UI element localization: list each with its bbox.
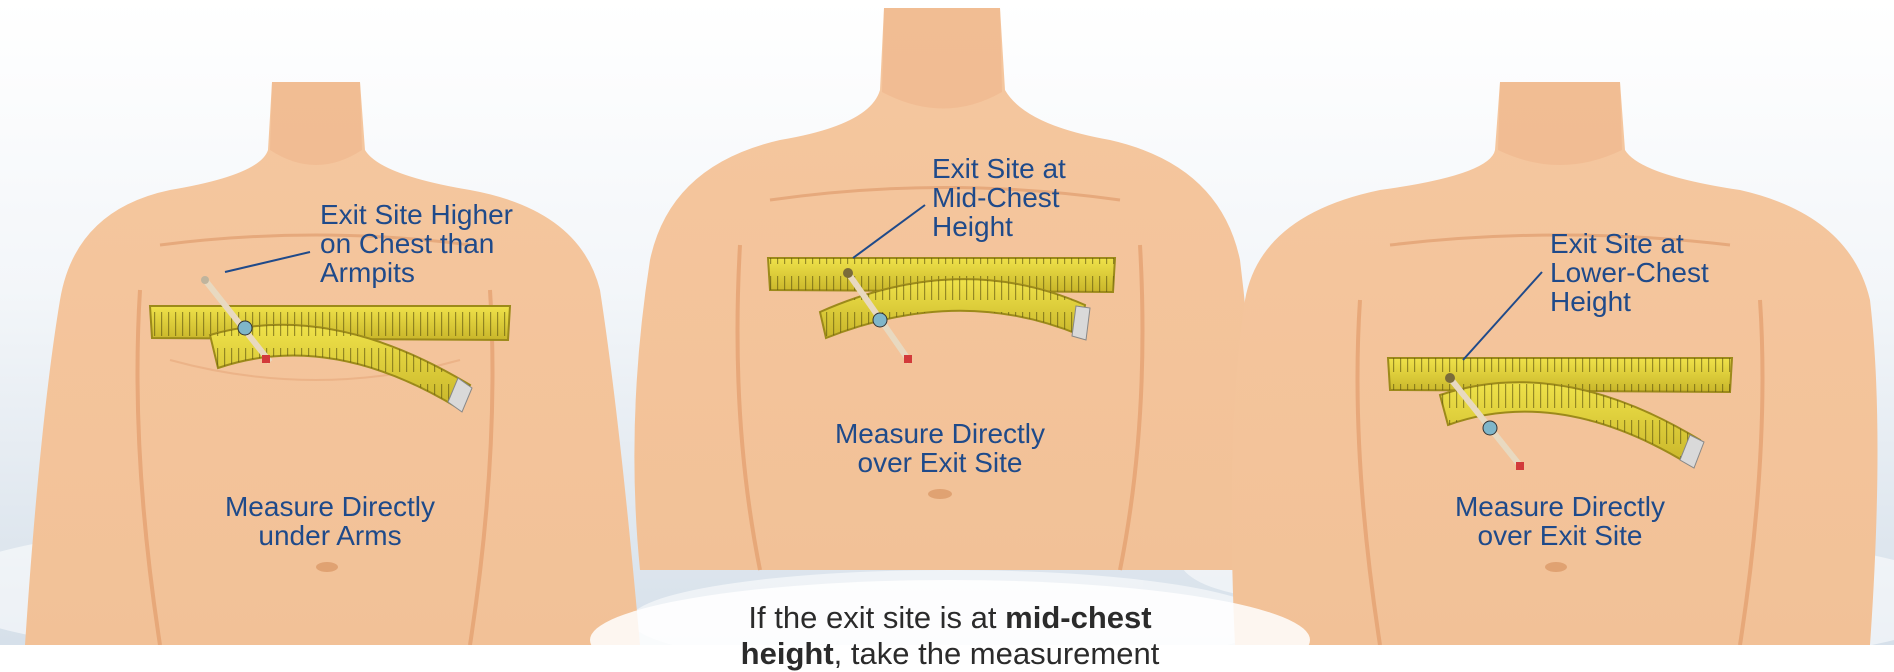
exit-label-line: Height [1550, 287, 1709, 316]
measure-label-left: Measure Directly under Arms [200, 492, 460, 550]
measure-label-line: Measure Directly [1430, 492, 1690, 521]
exit-site-label-left: Exit Site Higher on Chest than Armpits [320, 200, 513, 287]
exit-site-label-right: Exit Site at Lower-Chest Height [1550, 229, 1709, 316]
caption-line-2: height, take the measurement [640, 636, 1260, 672]
navel [316, 562, 338, 572]
navel [928, 489, 952, 499]
exit-label-line: on Chest than [320, 229, 513, 258]
illustration-stage: Exit Site Higher on Chest than Armpits M… [0, 0, 1894, 645]
exit-label-line: Mid-Chest [932, 183, 1066, 212]
exit-label-line: Armpits [320, 258, 513, 287]
measure-label-right: Measure Directly over Exit Site [1430, 492, 1690, 550]
caption-line-1: If the exit site is at mid-chest [640, 600, 1260, 636]
measure-label-line: over Exit Site [1430, 521, 1690, 550]
exit-label-line: Height [932, 212, 1066, 241]
caption-text: , take the measurement [834, 636, 1160, 671]
measure-label-middle: Measure Directly over Exit Site [810, 419, 1070, 477]
caption-text: If the exit site is at [748, 600, 1005, 635]
exit-site-label-middle: Exit Site at Mid-Chest Height [932, 154, 1066, 241]
navel [1545, 562, 1567, 572]
caption-bold-text: mid-chest [1005, 600, 1151, 635]
exit-label-line: Exit Site Higher [320, 200, 513, 229]
measure-label-line: Measure Directly [200, 492, 460, 521]
caption-bold-text: height [741, 636, 834, 671]
measure-label-line: over Exit Site [810, 448, 1070, 477]
exit-label-line: Lower-Chest [1550, 258, 1709, 287]
exit-label-line: Exit Site at [932, 154, 1066, 183]
exit-label-line: Exit Site at [1550, 229, 1709, 258]
measure-label-line: Measure Directly [810, 419, 1070, 448]
instruction-caption: If the exit site is at mid-chest height,… [640, 600, 1260, 672]
measure-label-line: under Arms [200, 521, 460, 550]
